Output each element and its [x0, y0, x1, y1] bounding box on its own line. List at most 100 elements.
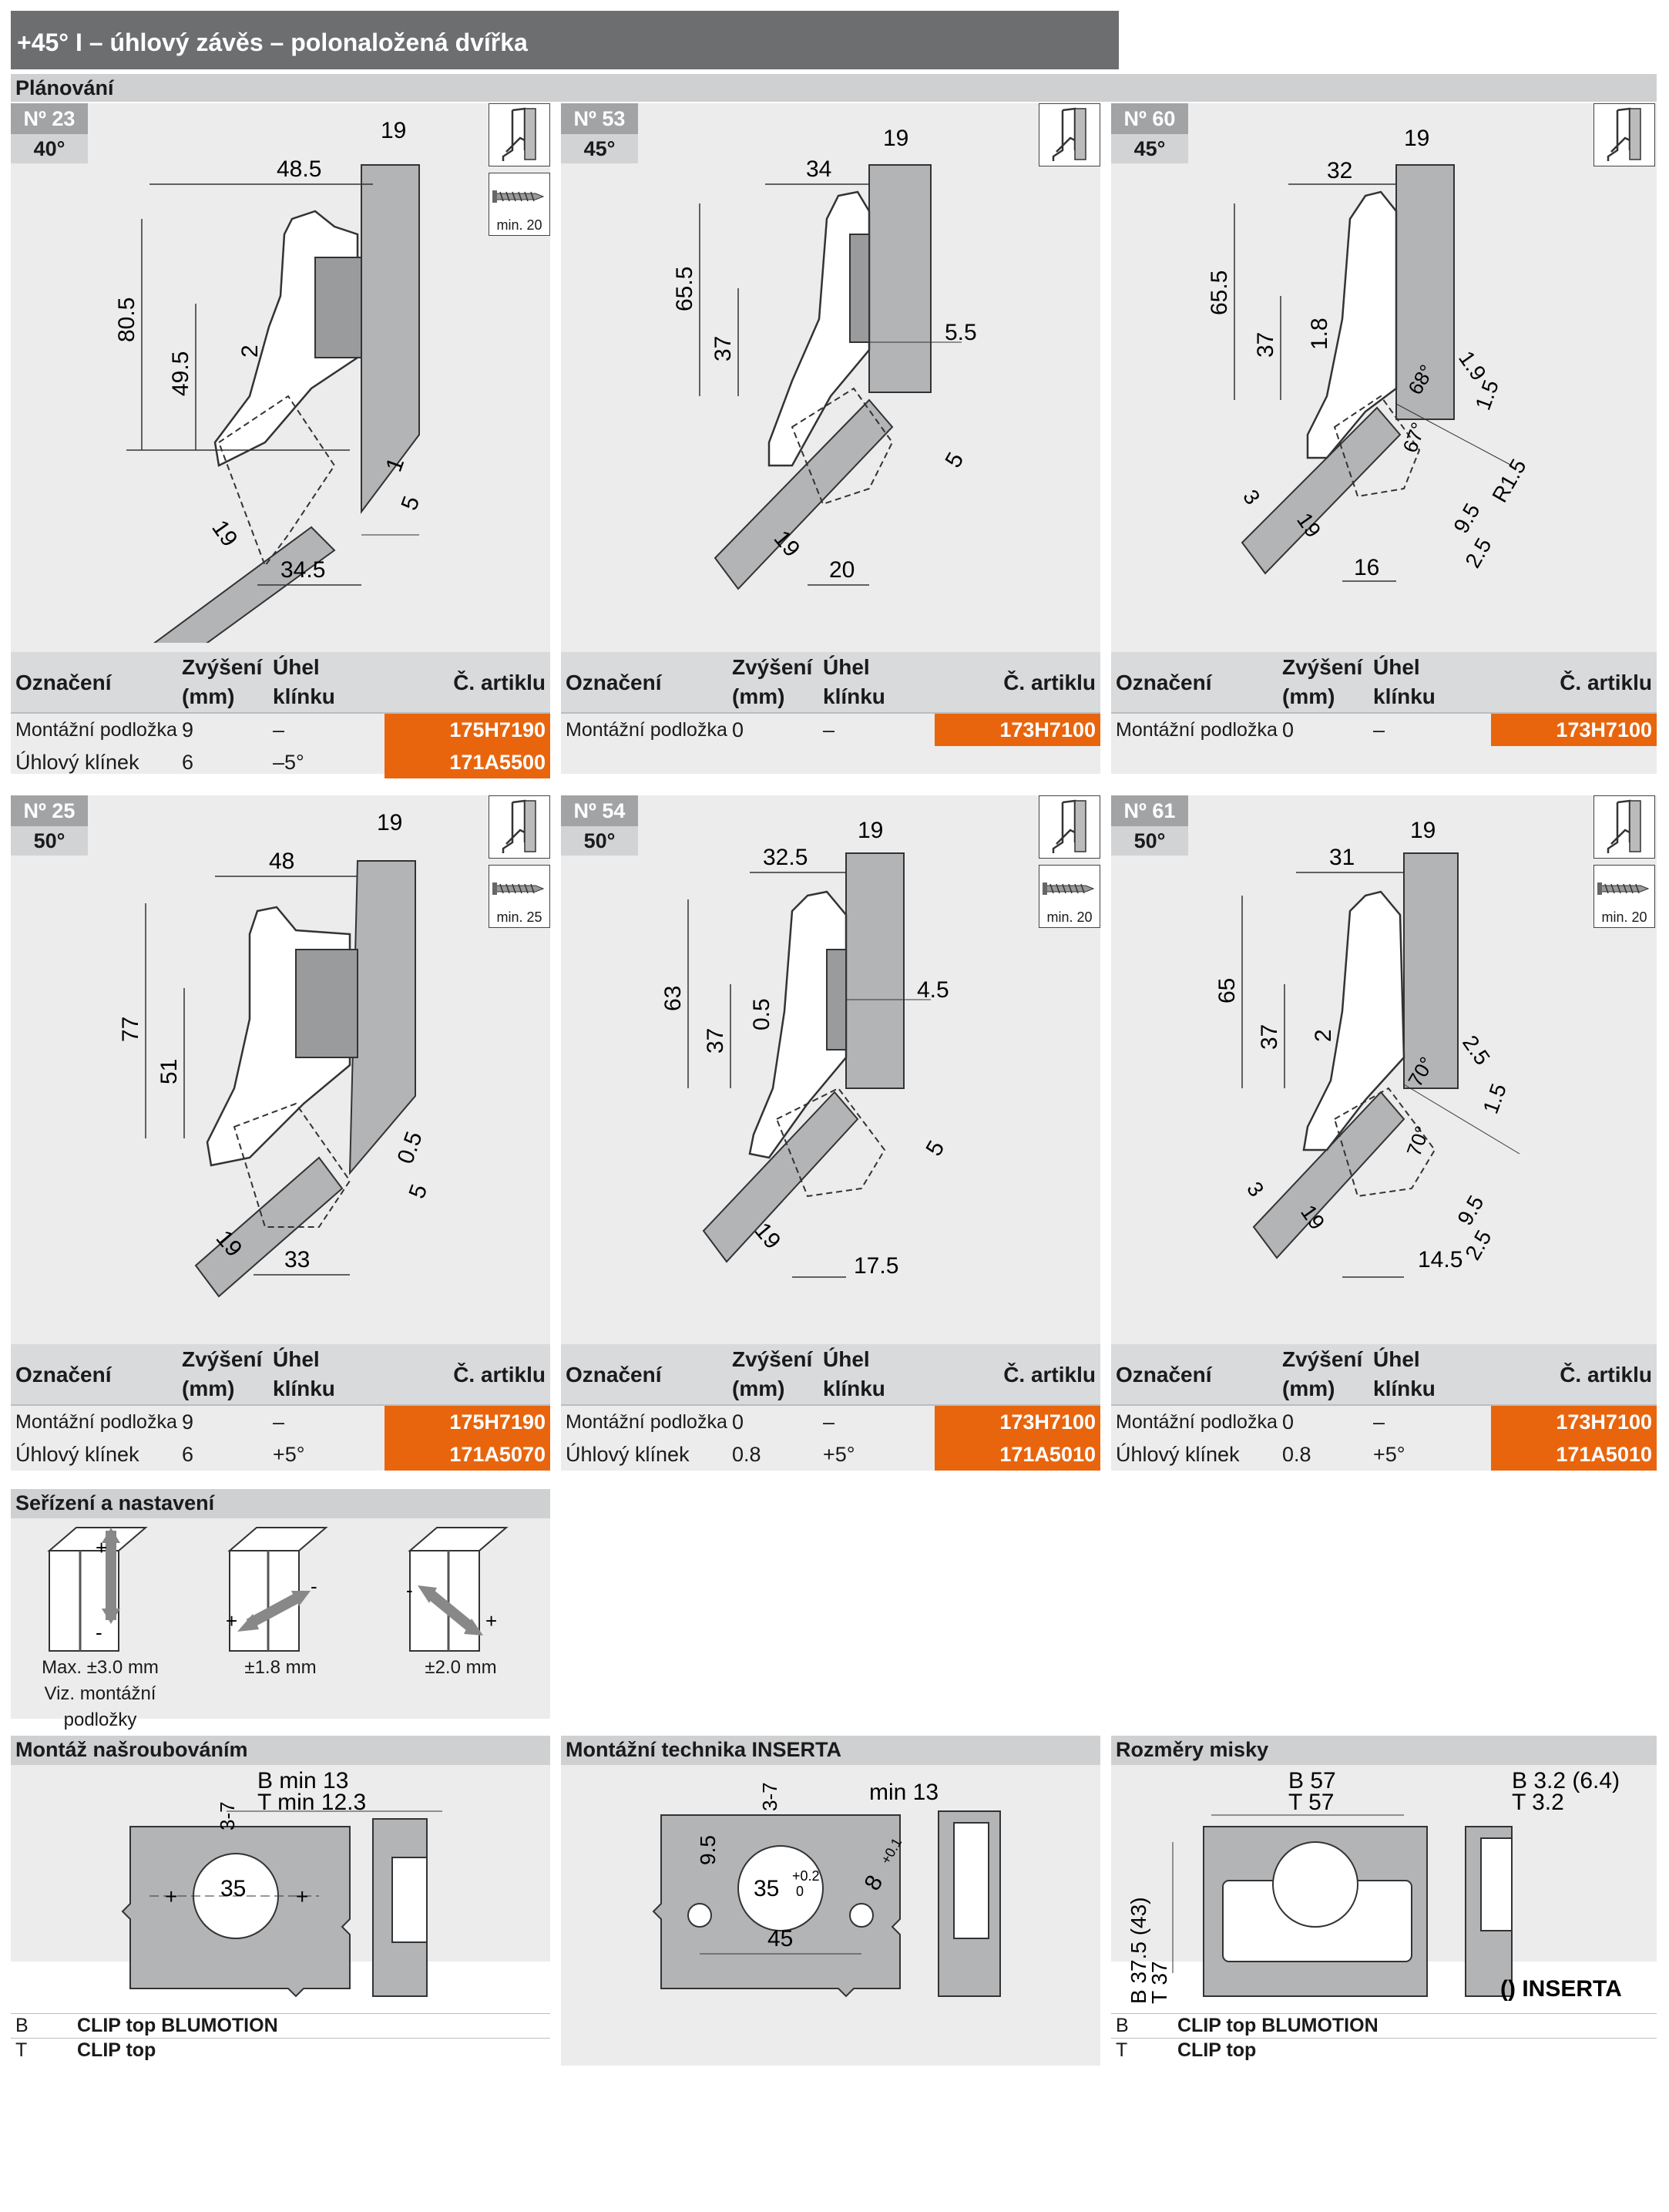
dim-label: 19: [858, 818, 883, 843]
dim-label: 65.5: [1207, 271, 1232, 315]
row-name: Montážní podložka: [566, 1411, 727, 1433]
adjust-height: + - Max. ±3.0 mm Viz. montážní podložky: [11, 1520, 190, 1730]
adjust-caption: ±1.8 mm: [191, 1655, 370, 1681]
row-raise: 6: [182, 751, 194, 774]
row-name: Montážní podložka: [15, 719, 177, 741]
dim-label: B 37.5 (43): [1127, 1897, 1150, 2004]
col-designation: Označení: [15, 1363, 112, 1387]
col-designation: Označení: [1116, 1363, 1212, 1387]
legend-value: CLIP top BLUMOTION: [1177, 2015, 1379, 2036]
row-wedge: –: [823, 718, 835, 741]
dim-label: B 57: [1288, 1768, 1336, 1793]
caption-line: Max. ±3.0 mm: [42, 1657, 159, 1678]
hinge-panel-23: Nº 23 40° min. 20 19 48.5 80.5 49.5 2 1 …: [11, 103, 550, 778]
adjust-depth: - + ±2.0 mm: [371, 1520, 550, 1716]
article-table: Označení Zvýšení (mm) Úhel klínku Č. art…: [561, 652, 1100, 746]
dim-label: 9.5: [696, 1835, 720, 1865]
dim-label: 3: [1238, 486, 1264, 509]
inserta-section: Montážní technika INSERTA 3-7 min 13 9.5…: [561, 1736, 1100, 2066]
dim-label: 35: [754, 1876, 779, 1901]
col-raise-unit: (mm): [1282, 1377, 1335, 1400]
dim-label: 65.5: [672, 267, 697, 311]
article-table: Označení Zvýšení (mm) Úhel klínku Č. art…: [11, 652, 550, 778]
dim-label: 51: [156, 1059, 182, 1084]
article-number: 173H7100: [935, 1406, 1100, 1438]
article-number: 175H7190: [385, 1406, 550, 1438]
article-table: Označení Zvýšení (mm) Úhel klínku Č. art…: [1111, 1344, 1657, 1471]
door-mount-icon: [1039, 795, 1100, 859]
panel-number: Nº 25: [11, 795, 88, 826]
col-article: Č. artiklu: [1003, 1363, 1096, 1387]
screw-min-label: min. 20: [1046, 909, 1093, 925]
caption-line: ±2.0 mm: [425, 1657, 497, 1678]
row-wedge: –5°: [273, 751, 304, 774]
row-raise: 0.8: [732, 1443, 761, 1466]
col-wedge: Úhel: [1373, 655, 1420, 679]
plus-sign: +: [226, 1609, 237, 1632]
row-raise: 9: [182, 1410, 194, 1434]
article-number: 171A5010: [935, 1438, 1100, 1471]
caption-line: Viz. montážní: [44, 1683, 156, 1704]
dim-label: 19: [377, 810, 402, 835]
panel-badge: Nº 25 50°: [11, 795, 88, 856]
row-name: Montážní podložka: [1116, 719, 1278, 741]
col-article: Č. artiklu: [1560, 1363, 1652, 1387]
col-raise: Zvýšení: [732, 1347, 813, 1371]
dim-label: 4.5: [917, 977, 949, 1003]
dim-label: 48.5: [277, 156, 321, 182]
dim-label: 19: [381, 118, 406, 143]
legend-key: B: [1116, 2015, 1129, 2036]
dim-label: 65: [1214, 978, 1240, 1003]
col-raise: Zvýšení: [182, 1347, 263, 1371]
dim-label: 1.5: [1479, 1081, 1511, 1117]
dim-label: 0: [796, 1884, 804, 1899]
article-number: 173H7100: [1491, 1406, 1657, 1438]
dim-label: 33: [284, 1247, 310, 1272]
article-number: 173H7100: [935, 714, 1100, 746]
dim-label: 19: [1410, 818, 1436, 843]
col-wedge-2: klínku: [823, 1377, 885, 1400]
dim-label: 14.5: [1418, 1247, 1462, 1272]
minus-sign: -: [311, 1575, 317, 1598]
row-wedge: –: [823, 1410, 835, 1434]
dim-label: 1.8: [1307, 318, 1332, 350]
door-mount-icon: [1593, 103, 1655, 166]
dim-label: 2: [1311, 1029, 1336, 1042]
panel-number: Nº 60: [1111, 103, 1188, 134]
dim-label: 9.5: [1449, 499, 1484, 537]
adjust-side: + - ±1.8 mm: [191, 1520, 370, 1716]
col-wedge: Úhel: [273, 1347, 320, 1371]
table-header: Označení Zvýšení (mm) Úhel klínku Č. art…: [561, 652, 1100, 712]
dim-label: 34.5: [280, 557, 325, 583]
table-header: Označení Zvýšení (mm) Úhel klínku Č. art…: [11, 1344, 550, 1404]
panel-angle: 50°: [11, 826, 88, 856]
legend-row: B CLIP top BLUMOTION: [1111, 2013, 1657, 2038]
panel-badge: Nº 23 40°: [11, 103, 88, 163]
legend-key: T: [15, 2039, 28, 2061]
table-row: Montážní podložka 0 – 173H7100: [1111, 712, 1657, 746]
dim-label: 2.5: [1460, 534, 1496, 572]
adjustment-header: Seřízení a nastavení: [11, 1489, 550, 1518]
row-raise: 0: [732, 718, 744, 741]
dim-label: 2: [237, 345, 263, 358]
dim-label: 19: [883, 126, 908, 151]
table-header: Označení Zvýšení (mm) Úhel klínku Č. art…: [561, 1344, 1100, 1404]
dim-label: 35: [220, 1876, 246, 1901]
dim-label: 48: [269, 849, 294, 874]
dim-label: 31: [1329, 845, 1355, 870]
panel-angle: 50°: [561, 826, 638, 856]
row-raise: 0: [1282, 718, 1295, 741]
caption-line: ±1.8 mm: [244, 1657, 317, 1678]
panel-angle: 50°: [1111, 826, 1188, 856]
minus-sign: -: [96, 1621, 102, 1644]
table-row: Montážní podložka 0 – 173H7100: [1111, 1404, 1657, 1438]
article-table: Označení Zvýšení (mm) Úhel klínku Č. art…: [1111, 652, 1657, 746]
cup-inserta-note: () INSERTA: [1500, 1976, 1622, 2002]
row-wedge: –: [1373, 1410, 1385, 1434]
inserta-drawing: 3-7 min 13 9.5 35 +0.2 0 8 +0.1 45: [652, 1780, 1001, 1998]
dim-label: 67°: [1398, 419, 1430, 456]
row-wedge: +5°: [273, 1443, 305, 1466]
dim-label: 5: [405, 1181, 433, 1202]
